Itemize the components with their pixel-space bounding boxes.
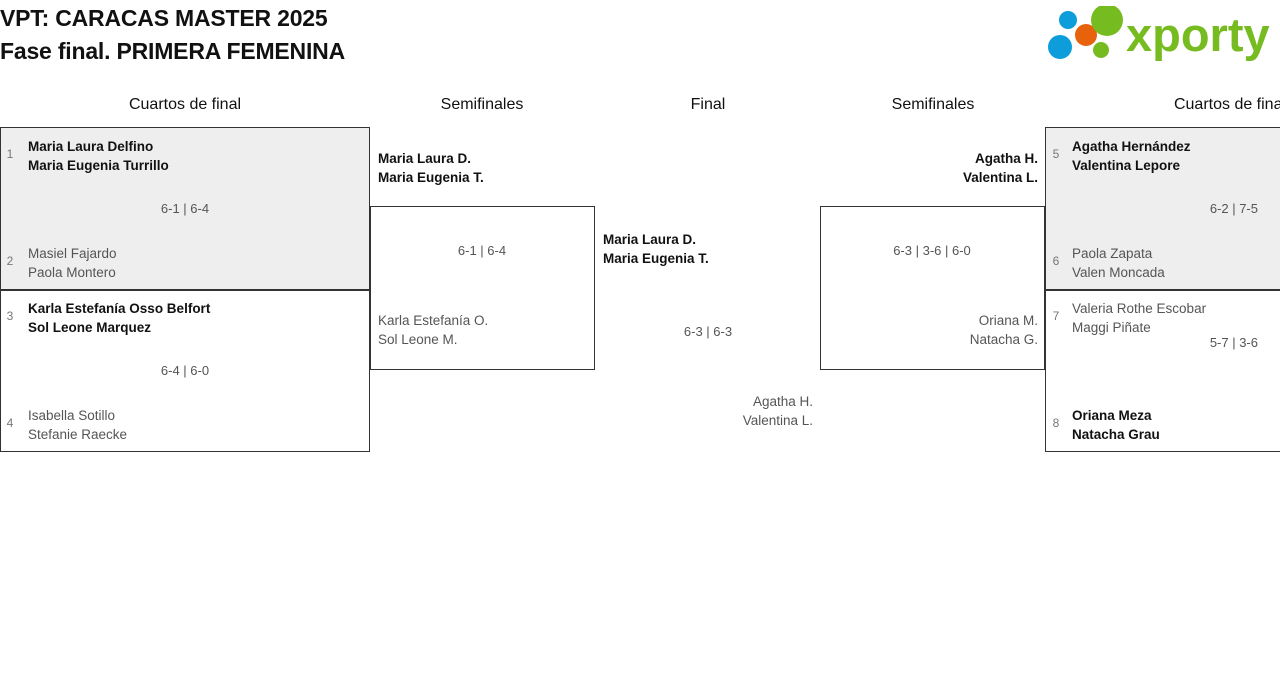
team-right-semifinal-bottom[interactable]: Oriana M. Natacha G. <box>842 311 1038 349</box>
round-header-left-quarters: Cuartos de final <box>128 96 242 113</box>
player-name: Stefanie Raecke <box>28 427 128 442</box>
player-name: Masiel Fajardo <box>28 246 117 261</box>
player-name: Valentina L. <box>962 170 1038 185</box>
xporty-logo: xporty <box>1044 6 1276 66</box>
player-name: Natacha Grau <box>1072 427 1160 442</box>
player-name: Oriana Meza <box>1072 408 1152 423</box>
team-right-qf2-bottom[interactable]: Oriana Meza Natacha Grau <box>1072 406 1160 444</box>
player-name: Karla Estefanía O. <box>378 313 489 328</box>
team-left-qf1-bottom[interactable]: Masiel Fajardo Paola Montero <box>28 244 117 282</box>
logo-dot-green-big <box>1091 6 1123 36</box>
round-header-final: Final <box>690 96 726 113</box>
score-right-semifinal: 6-3 | 3-6 | 6-0 <box>893 243 971 258</box>
player-name: Valentina L. <box>742 413 813 428</box>
player-name: Maria Eugenia T. <box>603 251 709 266</box>
seed-right-qf1-top: 5 <box>1052 147 1060 161</box>
player-name: Isabella Sotillo <box>28 408 116 423</box>
team-right-qf1-bottom[interactable]: Paola Zapata Valen Moncada <box>1072 244 1165 282</box>
match-box-right-semifinal[interactable] <box>820 206 1045 370</box>
round-header-left-semis: Semifinales <box>440 96 524 113</box>
player-name: Agatha Hernández <box>1072 139 1191 154</box>
player-name: Sol Leone Marquez <box>28 320 152 335</box>
logo-dot-blue-bottom <box>1048 35 1072 59</box>
team-final-bottom[interactable]: Agatha H. Valentina L. <box>613 392 813 430</box>
player-name: Karla Estefanía Osso Belfort <box>28 301 211 316</box>
round-header-right-quarters: Cuartos de final <box>1173 96 1280 113</box>
match-box-left-qf1[interactable] <box>0 127 370 290</box>
score-left-semifinal: 6-1 | 6-4 <box>457 243 507 258</box>
player-name: Valeria Rothe Escobar <box>1072 301 1207 316</box>
tournament-name: VPT: CARACAS MASTER 2025 <box>0 5 328 31</box>
player-name: Maria Eugenia Turrillo <box>28 158 169 173</box>
player-name: Maggi Piñate <box>1072 320 1151 335</box>
player-name: Paola Montero <box>28 265 116 280</box>
logo-wordmark: xporty <box>1126 8 1270 61</box>
team-final-top[interactable]: Maria Laura D. Maria Eugenia T. <box>603 230 709 268</box>
match-box-right-qf2[interactable] <box>1045 290 1280 452</box>
seed-left-qf1-top: 1 <box>6 147 14 161</box>
match-box-right-qf1[interactable] <box>1045 127 1280 290</box>
round-header-right-semis: Semifinales <box>891 96 975 113</box>
team-right-semifinal-top[interactable]: Agatha H. Valentina L. <box>842 149 1038 187</box>
player-name: Paola Zapata <box>1072 246 1153 261</box>
seed-right-qf2-top: 7 <box>1052 309 1060 323</box>
team-left-qf1-top[interactable]: Maria Laura Delfino Maria Eugenia Turril… <box>28 137 169 175</box>
player-name: Agatha H. <box>752 394 813 409</box>
logo-dot-blue-top <box>1059 11 1077 29</box>
player-name: Agatha H. <box>974 151 1038 166</box>
page-title: VPT: CARACAS MASTER 2025 Fase final. PRI… <box>0 2 345 68</box>
player-name: Maria Laura D. <box>603 232 697 247</box>
player-name: Maria Eugenia T. <box>378 170 484 185</box>
score-left-qf1: 6-1 | 6-4 <box>160 201 210 216</box>
seed-left-qf2-top: 3 <box>6 309 14 323</box>
team-left-qf2-top[interactable]: Karla Estefanía Osso Belfort Sol Leone M… <box>28 299 210 337</box>
player-name: Sol Leone M. <box>378 332 458 347</box>
score-final: 6-3 | 6-3 <box>683 324 733 339</box>
tournament-phase: Fase final. PRIMERA FEMENINA <box>0 38 345 64</box>
player-name: Oriana M. <box>978 313 1038 328</box>
player-name: Natacha G. <box>969 332 1038 347</box>
team-left-qf2-bottom[interactable]: Isabella Sotillo Stefanie Raecke <box>28 406 127 444</box>
seed-left-qf1-bottom: 2 <box>6 254 14 268</box>
logo-dot-green-small <box>1093 42 1109 58</box>
player-name: Maria Laura Delfino <box>28 139 154 154</box>
logo-dot-orange <box>1075 24 1097 46</box>
player-name: Valentina Lepore <box>1072 158 1181 173</box>
seed-right-qf1-bottom: 6 <box>1052 254 1060 268</box>
team-right-qf2-top[interactable]: Valeria Rothe Escobar Maggi Piñate <box>1072 299 1206 337</box>
team-right-qf1-top[interactable]: Agatha Hernández Valentina Lepore <box>1072 137 1191 175</box>
player-name: Valen Moncada <box>1072 265 1165 280</box>
match-box-left-semifinal[interactable] <box>370 206 595 370</box>
team-left-semifinal-top[interactable]: Maria Laura D. Maria Eugenia T. <box>378 149 484 187</box>
match-box-left-qf2[interactable] <box>0 290 370 452</box>
player-name: Maria Laura D. <box>378 151 472 166</box>
team-left-semifinal-bottom[interactable]: Karla Estefanía O. Sol Leone M. <box>378 311 488 349</box>
logo-graphic: xporty <box>1048 6 1270 61</box>
seed-left-qf2-bottom: 4 <box>6 416 14 430</box>
score-right-qf2: 5-7 | 3-6 <box>1209 335 1258 350</box>
seed-right-qf2-bottom: 8 <box>1052 416 1060 430</box>
score-right-qf1: 6-2 | 7-5 <box>1209 201 1258 216</box>
score-left-qf2: 6-4 | 6-0 <box>160 363 210 378</box>
